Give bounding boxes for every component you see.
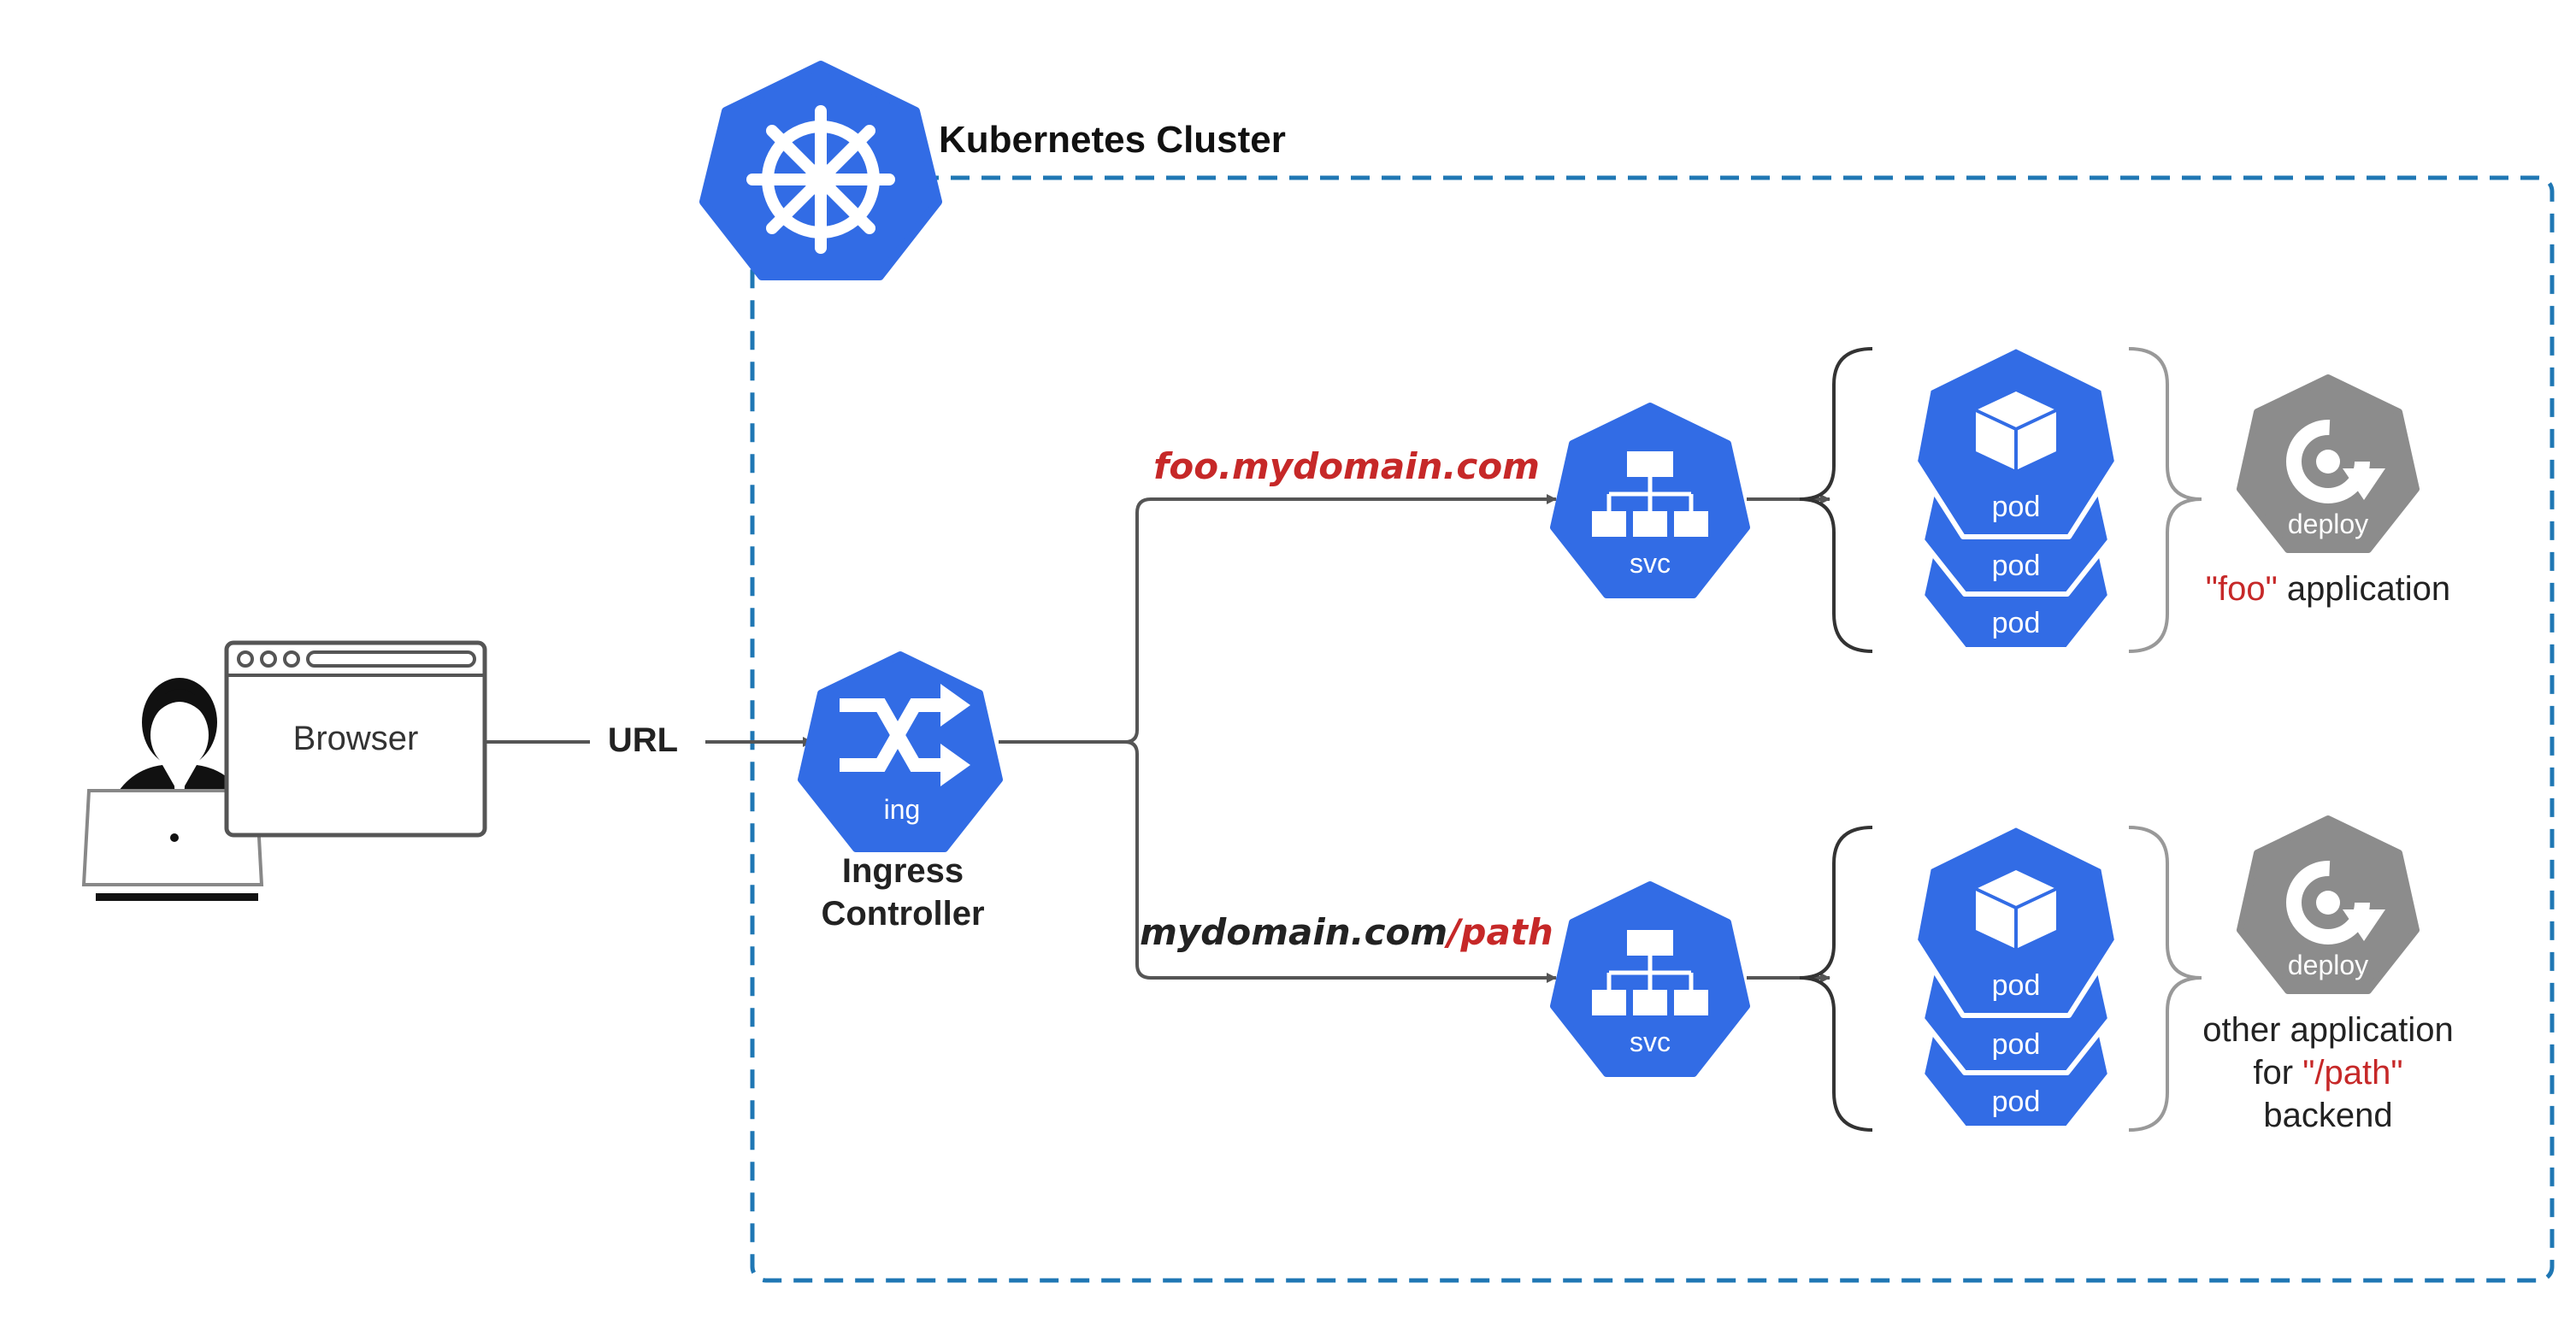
window-dot-icon [237, 650, 254, 668]
cluster-logo [699, 61, 942, 280]
browser-window: Browser [224, 640, 487, 838]
route-path-host: mydomain.com/path [1140, 911, 1553, 953]
laptop-icon [81, 789, 264, 901]
deploy-path-label: deploy [2288, 950, 2368, 980]
svg-text:pod: pod [1992, 491, 2041, 523]
app-foo-caption: "foo" application [2206, 570, 2450, 608]
deploy-cycle-icon [2286, 861, 2385, 945]
svg-text:pod: pod [1992, 607, 2041, 639]
ingress-icon: ing [798, 651, 1003, 852]
route-foo-host: foo.mydomain.com [1153, 445, 1540, 487]
cluster-title: Kubernetes Cluster [939, 119, 1286, 161]
pod-stack-foo: pod pod pod [1913, 344, 2119, 652]
svg-text:pod: pod [1992, 550, 2041, 582]
service-network-icon [1592, 451, 1708, 537]
ingress-shuffle-icon [840, 698, 956, 772]
service-foo-label: svc [1630, 548, 1671, 579]
curly-brace-icon [1799, 826, 1873, 1132]
ingress-title-line2: Controller [821, 895, 984, 933]
svg-text:pod: pod [1992, 1086, 2041, 1118]
window-dot-icon [283, 650, 300, 668]
svg-text:pod: pod [1992, 969, 2041, 1002]
edge-ingress-path [1124, 740, 1557, 983]
window-dot-icon [260, 650, 277, 668]
curly-brace-icon [2128, 347, 2202, 653]
deploy-cycle-icon [2286, 420, 2385, 503]
helm-wheel-icon [746, 105, 895, 254]
ingress-icon-label: ing [884, 794, 921, 825]
service-network-icon [1592, 930, 1708, 1015]
service-path-label: svc [1630, 1027, 1671, 1057]
pod: pod [1913, 344, 2119, 539]
pod: pod [1913, 822, 2119, 1018]
edge-url-label: URL [608, 721, 678, 759]
svg-text:pod: pod [1992, 1028, 2041, 1061]
curly-brace-icon [1799, 347, 1873, 653]
deploy-foo: deploy [2237, 374, 2420, 553]
deploy-foo-label: deploy [2288, 509, 2368, 539]
service-foo: svc [1550, 403, 1750, 598]
curly-brace-icon [2128, 826, 2202, 1132]
deploy-path: deploy [2237, 815, 2420, 994]
address-bar [306, 650, 476, 668]
app-path-caption-line2: for "/path" [2253, 1054, 2402, 1092]
browser-label: Browser [293, 720, 419, 757]
pod-cube-icon [1975, 870, 2057, 949]
app-path-caption-line3: backend [2263, 1097, 2392, 1134]
pod-cube-icon [1975, 391, 2057, 470]
edge-ingress-junction [999, 494, 1557, 744]
ingress-title-line1: Ingress [842, 852, 964, 890]
service-path: svc [1550, 881, 1750, 1077]
pod-stack-path: pod pod pod [1913, 822, 2119, 1131]
app-path-caption-line1: other application [2202, 1011, 2454, 1049]
